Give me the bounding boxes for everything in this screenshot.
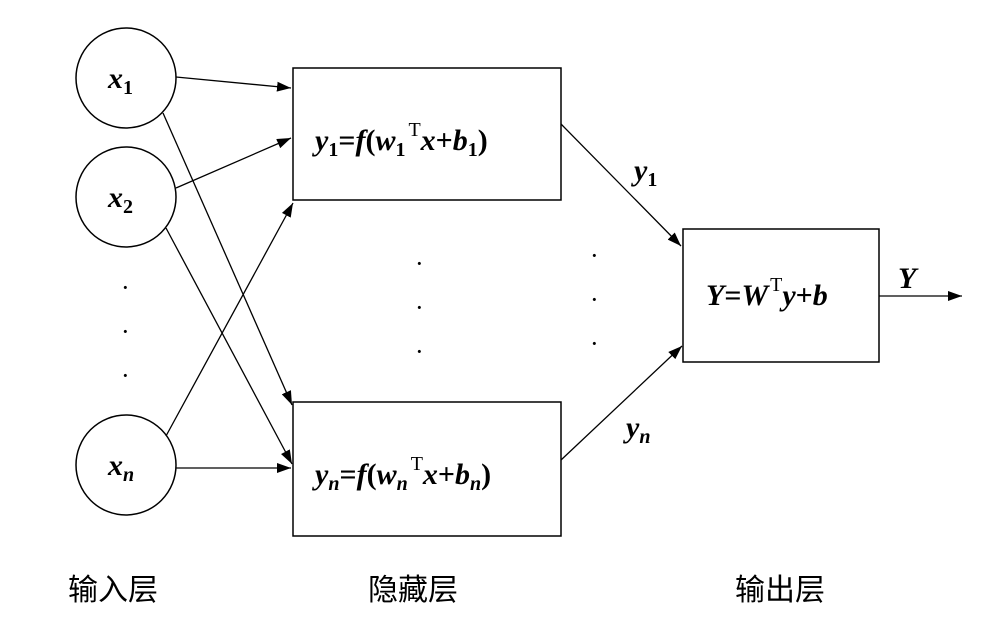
edge-label-yn: yn	[623, 411, 650, 448]
hidden-neuron-n-equation: yn=f(wnTx+bn)	[312, 453, 491, 495]
input-node-x1-label: x1	[107, 62, 133, 99]
input-node-x2-label: x2	[107, 181, 133, 218]
edge-y1-to-output	[560, 123, 682, 247]
hidden-neuron-1-equation: y1=f(w1Tx+b1)	[312, 119, 488, 161]
hidden-ellipsis-dot: ·	[590, 241, 599, 270]
output-box	[682, 228, 880, 363]
hidden-layer-label: 隐藏层	[368, 573, 458, 608]
output-layer-label: 输出层	[735, 573, 825, 608]
hidden-ellipsis-dot: ·	[590, 329, 599, 358]
hidden-ellipsis-dot: ·	[415, 293, 424, 322]
edge-yn-to-output	[560, 345, 683, 461]
input-ellipsis-dot: ·	[121, 361, 130, 390]
input-node-x1	[75, 27, 177, 129]
output-symbol: Y	[898, 262, 919, 295]
edge-x2-to-yn	[165, 227, 293, 465]
edge-label-y1: y1	[631, 154, 657, 191]
input-node-xn	[75, 414, 177, 516]
hidden-neuron-1-box	[292, 67, 562, 201]
edge-x1-to-y1	[175, 76, 292, 92]
edge-x2-to-y1	[175, 137, 292, 189]
hidden-ellipsis-dot: ·	[415, 337, 424, 366]
hidden-neuron-n-box	[292, 401, 562, 537]
input-ellipsis-dot: ·	[121, 317, 130, 346]
input-ellipsis-dot: ·	[121, 273, 130, 302]
edge-x1-to-yn	[162, 112, 293, 406]
hidden-ellipsis-dot: ·	[590, 285, 599, 314]
edge-xn-to-y1	[165, 202, 294, 437]
input-node-xn-label: xn	[107, 449, 134, 486]
hidden-ellipsis-dot: ·	[415, 249, 424, 278]
input-layer-label: 输入层	[68, 573, 158, 608]
input-node-x2	[75, 146, 177, 248]
